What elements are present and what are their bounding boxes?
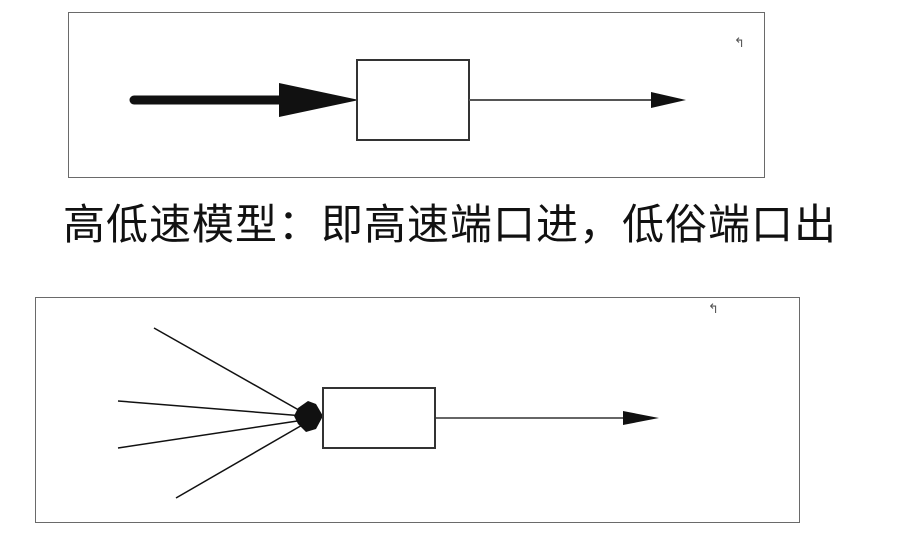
return-arrow-icon: ↰ bbox=[734, 36, 745, 51]
input-line-3 bbox=[117, 419, 305, 449]
many-to-one-model-diagram bbox=[117, 327, 659, 499]
port-box bbox=[322, 387, 436, 449]
high-speed-model-panel: ↰ bbox=[68, 12, 765, 178]
many-to-one-model-panel: ↰ bbox=[35, 297, 800, 523]
thin-output-arrowhead bbox=[651, 92, 686, 108]
port-box bbox=[356, 59, 470, 141]
output-arrowhead bbox=[623, 411, 659, 425]
input-line-2 bbox=[117, 400, 305, 417]
input-line-1 bbox=[153, 327, 305, 414]
return-arrow-icon: ↰ bbox=[708, 302, 719, 317]
input-line-4 bbox=[175, 423, 305, 499]
caption-text: 高低速模型：即高速端口进，低俗端口出 bbox=[62, 200, 837, 249]
high-speed-model-diagram bbox=[129, 59, 686, 141]
convergence-node bbox=[294, 401, 323, 432]
thick-input-arrowhead bbox=[279, 83, 359, 117]
